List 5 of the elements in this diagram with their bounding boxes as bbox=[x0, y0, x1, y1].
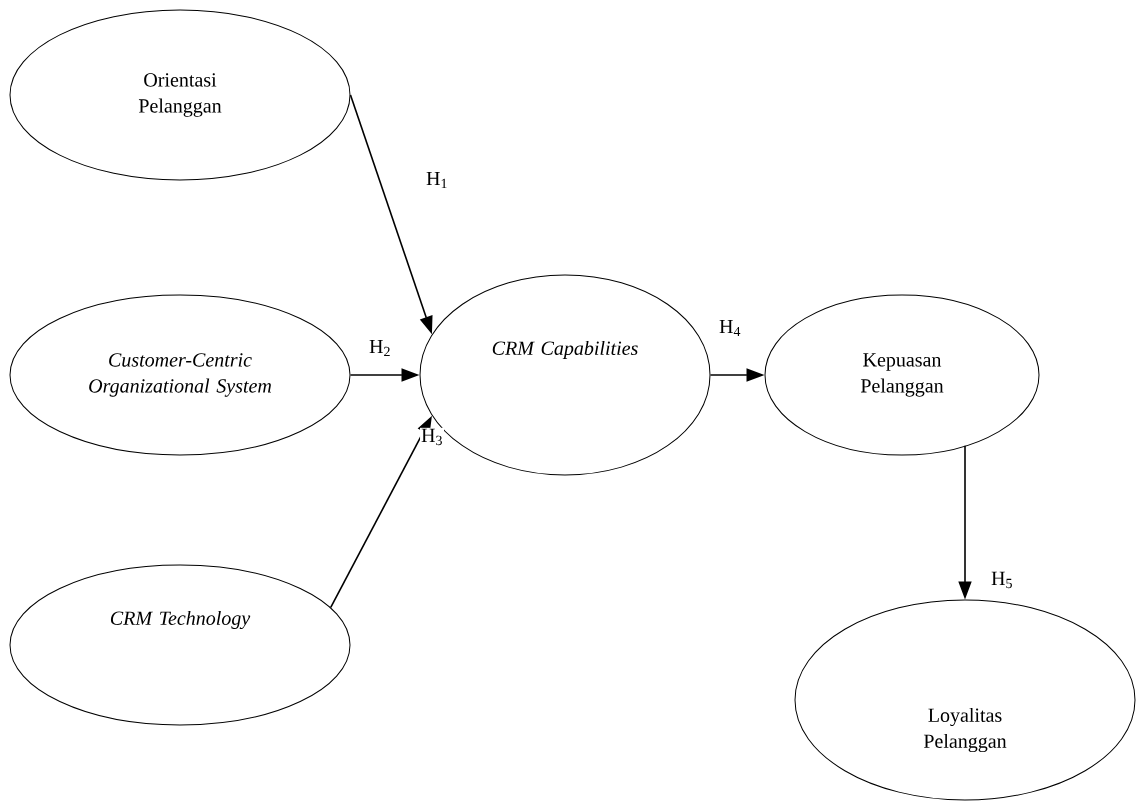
edge-label: H$_{4}$ bbox=[718, 318, 742, 338]
edge-label: H$_{3}$ bbox=[420, 427, 444, 447]
edge-label: H$_{1}$ bbox=[425, 170, 449, 190]
edge-label: H$_{2}$ bbox=[368, 338, 392, 358]
edge-label: H$_{5}$ bbox=[990, 570, 1014, 590]
